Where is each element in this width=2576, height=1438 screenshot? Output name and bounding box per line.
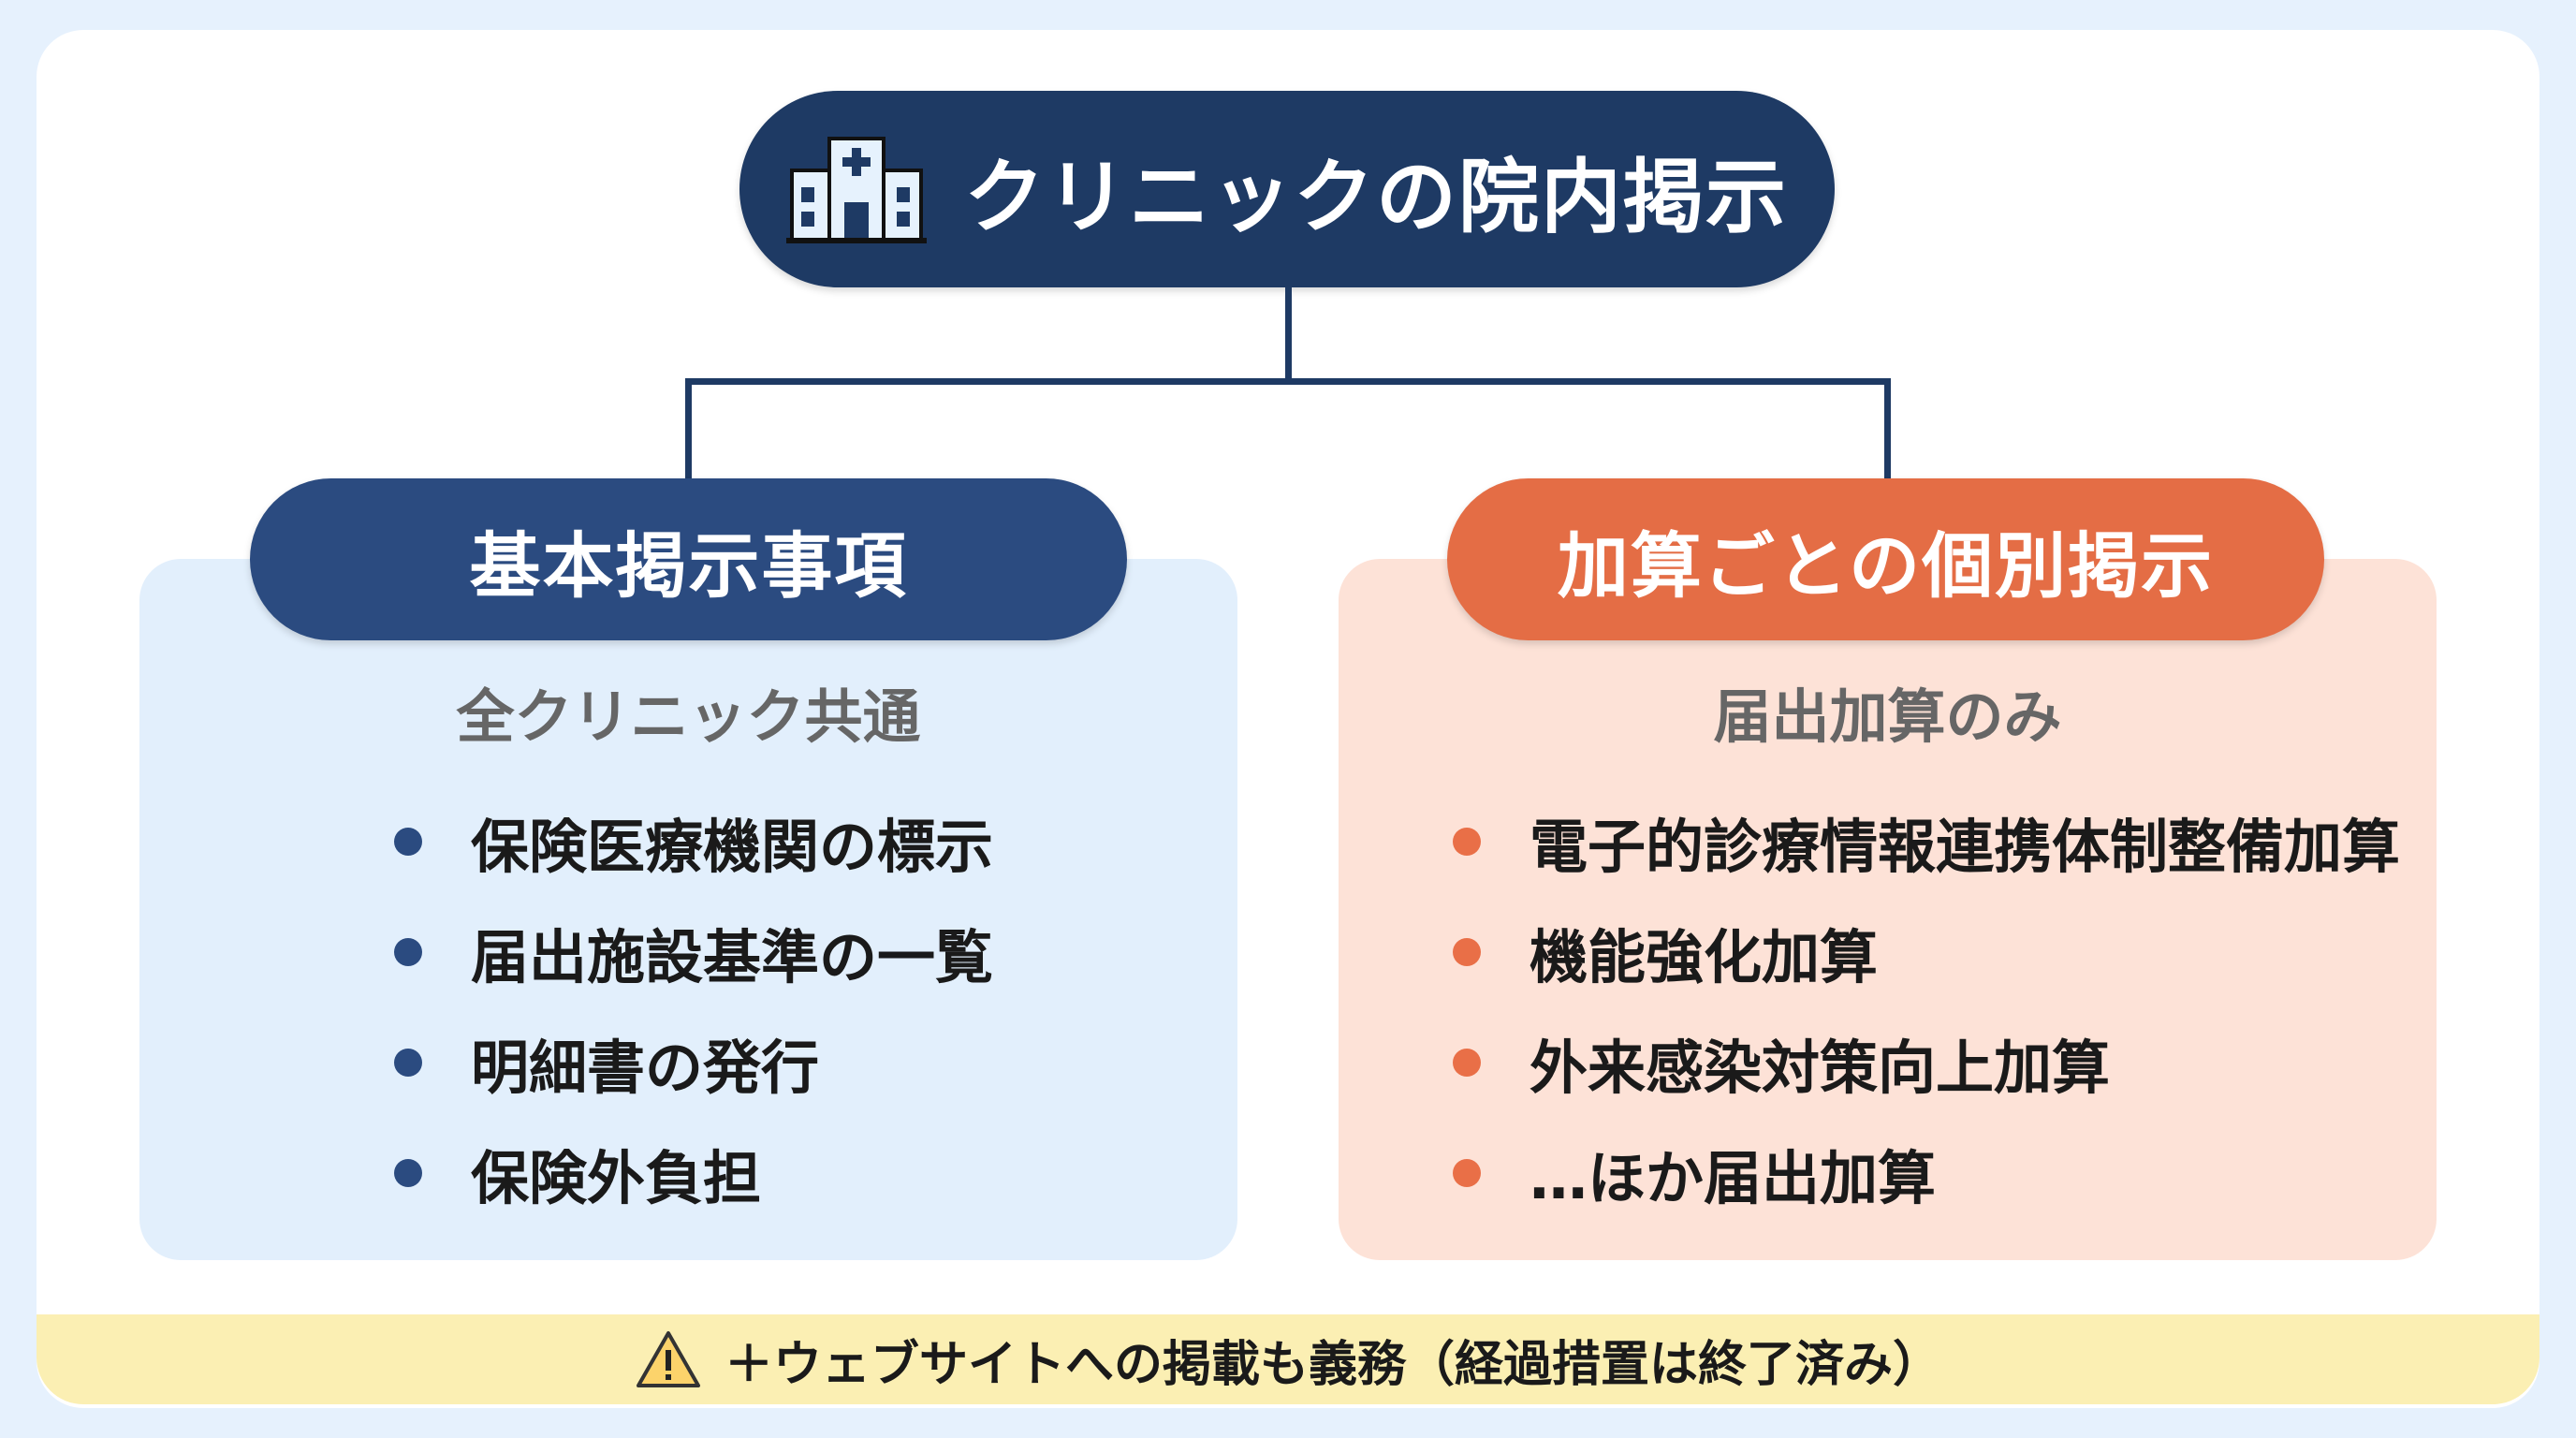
list-item: 保険医療機関の標示: [394, 786, 993, 897]
basic-items-list: 保険医療機関の標示 届出施設基準の一覧 明細書の発行 保険外負担: [394, 786, 993, 1228]
item-label: …ほか届出加算: [1530, 1144, 1937, 1212]
basic-items-panel: 全クリニック共通 保険医療機関の標示 届出施設基準の一覧 明細書の発行 保険外負…: [139, 559, 1237, 1260]
right-subtitle: 届出加算のみ: [1713, 682, 2062, 751]
bullet-icon: [1453, 828, 1481, 856]
item-label: 外来感染対策向上加算: [1530, 1034, 2111, 1102]
list-item: …ほか届出加算: [1453, 1118, 2400, 1228]
item-label: 届出施設基準の一覧: [471, 923, 994, 991]
item-label: 保険医療機関の標示: [471, 813, 994, 881]
hospital-icon: [786, 137, 927, 243]
bullet-icon: [1453, 938, 1481, 966]
basic-items-heading: 基本掲示事項: [250, 478, 1127, 640]
bullet-icon: [394, 1049, 422, 1077]
list-item: 保険外負担: [394, 1118, 993, 1228]
footer-text: ＋ウェブサイトへの掲載も義務（経過措置は終了済み）: [724, 1336, 1941, 1393]
addon-items-list: 電子的診療情報連携体制整備加算 機能強化加算 外来感染対策向上加算 …ほか届出加…: [1453, 786, 2400, 1228]
diagram-title: クリニックの院内掲示: [964, 150, 1788, 244]
item-label: 機能強化加算: [1530, 923, 1879, 991]
connector-left: [685, 378, 692, 481]
connector-horizontal: [685, 378, 1891, 385]
list-item: 外来感染対策向上加算: [1453, 1007, 2400, 1118]
connector-trunk: [1285, 287, 1292, 384]
list-item: 明細書の発行: [394, 1007, 993, 1118]
list-item: 届出施設基準の一覧: [394, 897, 993, 1007]
addon-items-heading: 加算ごとの個別掲示: [1447, 478, 2324, 640]
list-item: 機能強化加算: [1453, 897, 2400, 1007]
connector-right: [1884, 378, 1891, 481]
item-label: 電子的診療情報連携体制整備加算: [1530, 813, 2401, 881]
list-item: 電子的診療情報連携体制整備加算: [1453, 786, 2400, 897]
item-label: 保険外負担: [471, 1144, 762, 1212]
addon-items-panel: 届出加算のみ 電子的診療情報連携体制整備加算 機能強化加算 外来感染対策向上加算…: [1339, 559, 2437, 1260]
bullet-icon: [394, 938, 422, 966]
bullet-icon: [1453, 1159, 1481, 1187]
bullet-icon: [394, 828, 422, 856]
bullet-icon: [394, 1159, 422, 1187]
left-subtitle: 全クリニック共通: [456, 682, 921, 751]
item-label: 明細書の発行: [471, 1034, 820, 1102]
warning-icon: [636, 1331, 700, 1387]
root-node: クリニックの院内掲示: [739, 91, 1835, 287]
bullet-icon: [1453, 1049, 1481, 1077]
footer-note: ＋ウェブサイトへの掲載も義務（経過措置は終了済み）: [37, 1314, 2539, 1404]
